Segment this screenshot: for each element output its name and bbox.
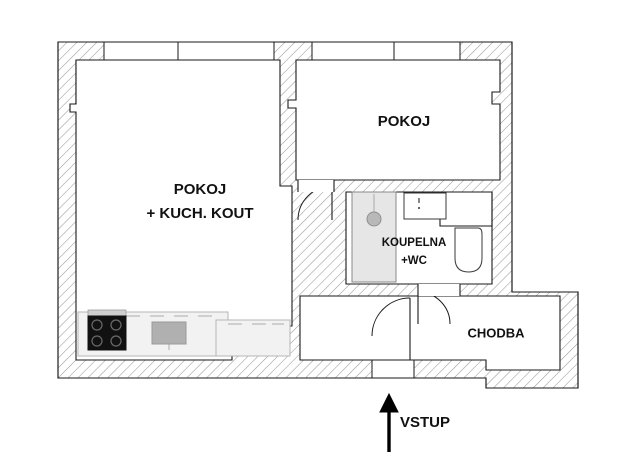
burner-icon (91, 335, 103, 347)
label-bedroom: POKOJ (378, 113, 431, 130)
shower-head-icon (366, 211, 382, 227)
burner-icon (110, 335, 122, 347)
cooktop-backsplash (87, 309, 127, 317)
outer-wall-outline (57, 41, 579, 389)
door-bathroom-opening (418, 284, 460, 296)
basin-drain-icon (417, 206, 421, 210)
entrance-arrow-head-icon (379, 392, 399, 413)
room-outline-hallway (299, 295, 561, 371)
label-living-kitchen-line1: POKOJ (174, 181, 227, 198)
label-entrance: VSTUP (400, 414, 450, 431)
label-bathroom-line2: +WC (401, 255, 427, 267)
burner-icon (110, 319, 122, 331)
burner-icon (91, 319, 103, 331)
kitchen-counter-right (215, 319, 291, 357)
label-bathroom-line1: KOUPELNA (382, 237, 447, 249)
door-bedroom-opening (298, 180, 334, 192)
door-entrance-opening (371, 359, 415, 379)
window-bedroom-right (393, 41, 461, 61)
label-hallway: CHODBA (467, 325, 525, 340)
door-arc-living-kitchen (371, 297, 411, 337)
entrance-marker: VSTUP (379, 392, 450, 452)
kitchen-sink (151, 321, 187, 345)
counter-handles (126, 315, 284, 325)
doors-group (297, 180, 461, 379)
wash-basin (403, 192, 447, 220)
kitchen-fixtures (77, 309, 291, 357)
label-living-kitchen-line2: + KUCH. KOUT (146, 205, 253, 222)
bathroom-fixtures (351, 191, 483, 283)
window-bedroom-left (311, 41, 395, 61)
room-labels: POKOJ + KUCH. KOUT POKOJ KOUPELNA +WC CH… (146, 113, 525, 340)
window-living-kitchen-right (177, 41, 275, 61)
windows-group (103, 41, 461, 61)
room-outline-bedroom (287, 59, 501, 181)
toilet (454, 227, 483, 273)
room-outline-living-kitchen (69, 59, 293, 361)
window-living-kitchen-left (103, 41, 179, 61)
